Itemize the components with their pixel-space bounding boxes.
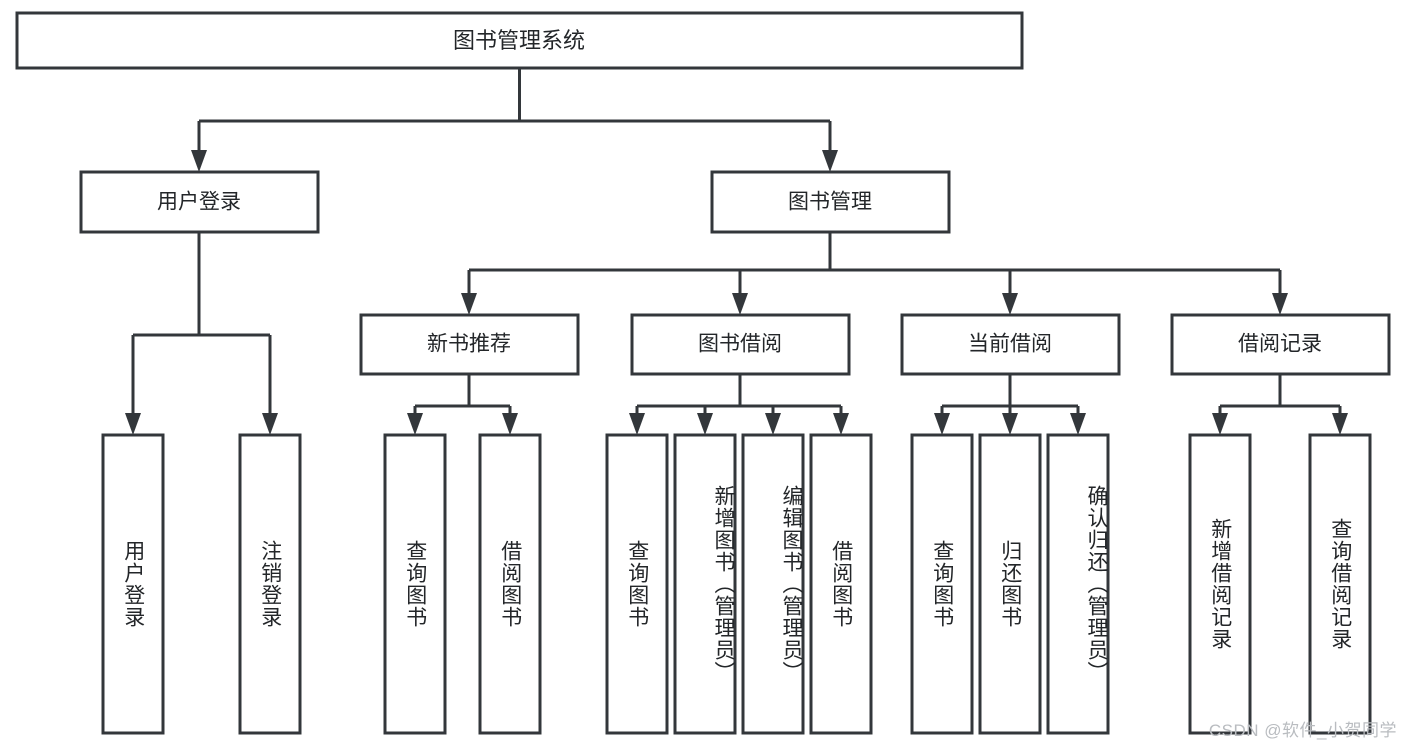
- arrow-head-nb-2: [502, 413, 518, 435]
- node-new-book-recommend[interactable]: 新书推荐: [359, 313, 580, 376]
- arrow-head-bb-4: [833, 413, 849, 435]
- leaf-box-edit-book[interactable]: [741, 433, 805, 735]
- leaf-box-borrow-book-1[interactable]: [478, 433, 542, 735]
- watermark-text: CSDN @软件_小贺同学: [1208, 721, 1397, 740]
- leaf-box-query-book-1[interactable]: [383, 433, 447, 735]
- node-root[interactable]: 图书管理系统: [15, 11, 1024, 70]
- node-book-borrow[interactable]: 图书借阅: [630, 313, 851, 376]
- arrow-head-new-book-recommend: [461, 293, 477, 315]
- leaf-box-query-book-3[interactable]: [910, 433, 974, 735]
- leaf-box-confirm-return[interactable]: [1046, 433, 1110, 735]
- arrow-head-user-login: [191, 150, 207, 172]
- arrow-head-book-management: [822, 150, 838, 172]
- node-root-box[interactable]: [15, 11, 1024, 70]
- node-book-management-label: 图书管理: [788, 191, 872, 214]
- node-root-label: 图书管理系统: [453, 28, 585, 53]
- node-user-login[interactable]: 用户登录: [79, 170, 320, 234]
- edge-layer: [125, 68, 1348, 435]
- arrow-head-leaf-user-login: [125, 413, 141, 435]
- node-current-borrow-box[interactable]: [900, 313, 1121, 376]
- leaf-box-add-record[interactable]: [1188, 433, 1252, 735]
- arrow-head-cb-2: [1002, 413, 1018, 435]
- node-current-borrow-label: 当前借阅: [968, 333, 1052, 356]
- node-new-book-recommend-box[interactable]: [359, 313, 580, 376]
- leaf-box-logout-login[interactable]: [238, 433, 302, 735]
- node-layer: 图书管理系统 用户登录 图书管理 新书推荐 图书借阅 当前: [15, 11, 1391, 735]
- node-borrow-record-box[interactable]: [1170, 313, 1391, 376]
- node-book-management-box[interactable]: [710, 170, 951, 234]
- arrow-head-bb-2: [697, 413, 713, 435]
- arrow-head-bb-1: [629, 413, 645, 435]
- leaf-box-query-record[interactable]: [1308, 433, 1372, 735]
- leaf-box-query-book-2[interactable]: [605, 433, 669, 735]
- arrow-head-br-1: [1212, 413, 1228, 435]
- arrow-head-book-borrow: [732, 293, 748, 315]
- arrow-head-cb-3: [1070, 413, 1086, 435]
- node-current-borrow[interactable]: 当前借阅: [900, 313, 1121, 376]
- arrow-head-cb-1: [934, 413, 950, 435]
- node-book-borrow-label: 图书借阅: [698, 333, 782, 356]
- node-user-login-box[interactable]: [79, 170, 320, 234]
- node-borrow-record[interactable]: 借阅记录: [1170, 313, 1391, 376]
- leaf-box-add-book[interactable]: [673, 433, 737, 735]
- leaf-box-borrow-book-2[interactable]: [809, 433, 873, 735]
- node-borrow-record-label: 借阅记录: [1238, 333, 1322, 356]
- node-book-management[interactable]: 图书管理: [710, 170, 951, 234]
- arrow-head-bb-3: [765, 413, 781, 435]
- node-new-book-recommend-label: 新书推荐: [427, 333, 511, 356]
- arrow-head-leaf-logout-login: [262, 413, 278, 435]
- leaf-box-return-book[interactable]: [978, 433, 1042, 735]
- arrow-head-nb-1: [407, 413, 423, 435]
- node-user-login-label: 用户登录: [157, 191, 241, 214]
- arrow-head-borrow-record: [1272, 293, 1288, 315]
- arrow-head-current-borrow: [1002, 293, 1018, 315]
- leaf-box-user-login[interactable]: [101, 433, 165, 735]
- arrow-head-br-2: [1332, 413, 1348, 435]
- node-book-borrow-box[interactable]: [630, 313, 851, 376]
